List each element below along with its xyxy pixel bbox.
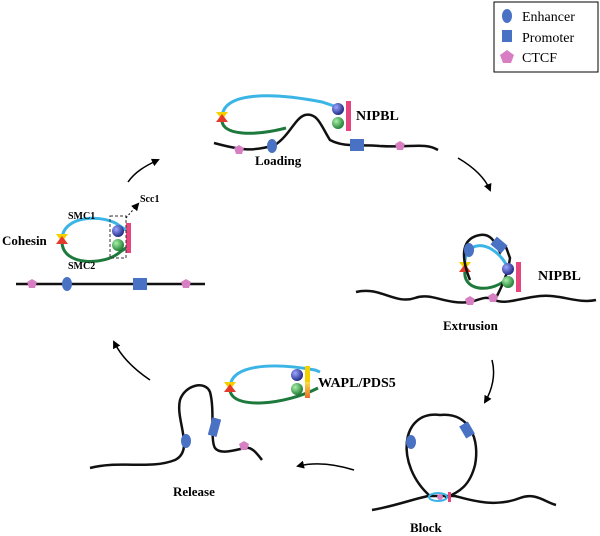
scc1-pointer	[125, 202, 140, 219]
head-smc1-icon	[112, 225, 124, 237]
dna-strand	[355, 289, 597, 304]
dna-loop	[405, 413, 478, 500]
head-smc2-icon	[291, 383, 303, 395]
head-smc1-icon	[502, 263, 514, 275]
enhancer-site	[406, 435, 416, 449]
ctcf-site	[465, 296, 475, 305]
cohesin-free-state: Cohesin SMC1 SMC2 Scc1	[2, 194, 205, 291]
ctcf-site	[234, 145, 244, 154]
hinge-icon	[224, 384, 236, 392]
legend-enhancer-label: Enhancer	[522, 10, 575, 25]
loading-stage: NIPBL Loading	[213, 94, 439, 168]
cohesin-label: Cohesin	[2, 233, 48, 248]
promoter-site	[133, 278, 147, 290]
legend-promoter-label: Promoter	[522, 31, 574, 46]
ctcf-site	[395, 141, 405, 150]
dna-strand	[371, 494, 557, 512]
block-stage: Block	[371, 413, 557, 535]
promoter-site	[459, 421, 475, 439]
smc1-arm	[228, 364, 321, 389]
head-smc1-icon	[291, 369, 303, 381]
nipbl-bar	[126, 223, 131, 253]
nipbl-bar	[448, 492, 451, 502]
smc1-ring	[428, 492, 448, 502]
release-stage: WAPL/PDS5 Release	[89, 364, 396, 499]
arrow-release-to-cohesin	[113, 340, 151, 381]
wapl-bar	[305, 366, 310, 382]
arrow-extrusion-to-block	[483, 359, 495, 404]
extrusion-label: Extrusion	[443, 318, 499, 333]
ctcf-site	[239, 441, 249, 450]
smc2-label: SMC2	[68, 261, 95, 272]
nipbl-bar	[516, 262, 521, 292]
extrusion-stage: NIPBL Extrusion	[355, 233, 597, 333]
smc2-arm	[220, 119, 287, 135]
hinge-icon	[216, 114, 228, 122]
ctcf-site	[181, 279, 191, 288]
cycle-arrows	[113, 157, 495, 471]
enhancer-site	[62, 277, 72, 291]
promoter-site	[350, 139, 364, 151]
enhancer-icon	[502, 9, 512, 23]
ctcf-site	[488, 293, 498, 302]
ctcf-site	[437, 494, 443, 500]
enhancer-site	[267, 139, 277, 153]
smc2-arm	[228, 386, 319, 405]
ctcf-site	[27, 279, 37, 288]
wapl-pds5-label: WAPL/PDS5	[318, 376, 396, 391]
head-smc2-icon	[502, 276, 514, 288]
promoter-site	[207, 417, 222, 437]
smc2-arm	[463, 269, 507, 290]
arrow-block-to-release	[296, 460, 355, 471]
promoter-site	[490, 236, 508, 254]
ctcf-icon	[500, 50, 514, 63]
head-smc1-icon	[332, 103, 344, 115]
loading-label: Loading	[255, 153, 302, 168]
promoter-icon	[502, 30, 512, 42]
release-label: Release	[173, 484, 215, 499]
smc1-arm	[220, 94, 335, 119]
legend-ctcf-label: CTCF	[522, 51, 557, 66]
smc1-label: SMC1	[68, 211, 95, 222]
pds5-bar	[305, 382, 310, 398]
smc2-arm	[60, 241, 127, 263]
enhancer-site	[181, 434, 191, 448]
scc1-dashed-box	[109, 215, 127, 259]
block-label: Block	[410, 520, 443, 535]
scc1-label: Scc1	[140, 194, 159, 205]
arrow-cohesin-to-loading	[127, 158, 160, 183]
enhancer-site	[464, 243, 474, 257]
arrow-loading-to-extrusion	[457, 157, 492, 192]
nipbl-bar	[346, 101, 351, 131]
legend: Enhancer Promoter CTCF	[493, 1, 599, 73]
head-smc2-icon	[332, 117, 344, 129]
nipbl-label: NIPBL	[538, 269, 581, 284]
head-smc2-icon	[112, 239, 124, 251]
nipbl-label: NIPBL	[356, 109, 399, 124]
hinge-icon	[56, 236, 68, 244]
